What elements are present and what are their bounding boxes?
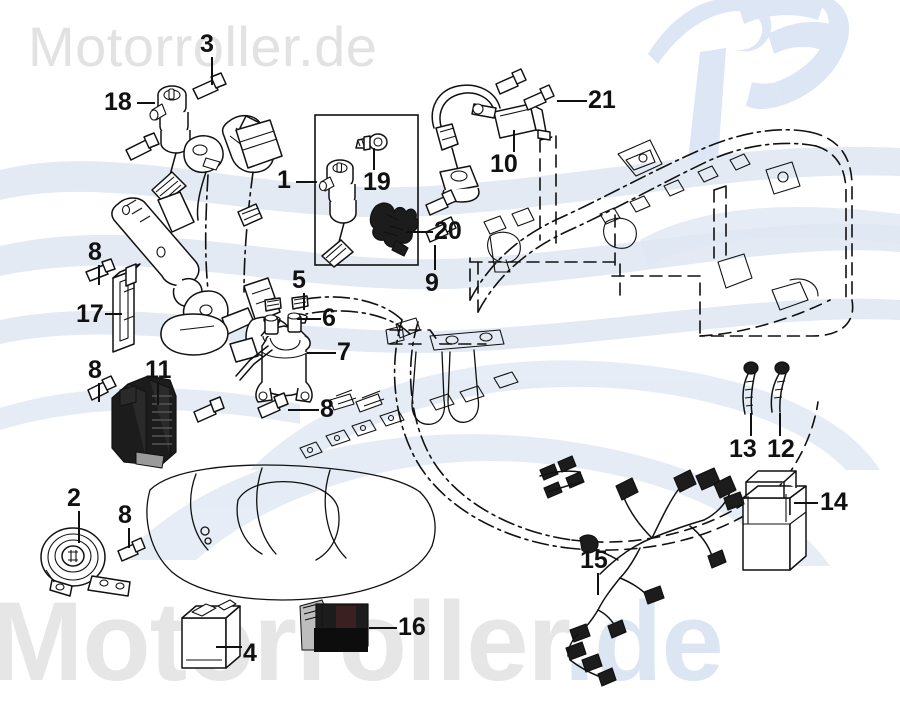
callout-number-21: 21 — [588, 86, 616, 114]
part-3-bolt — [192, 72, 227, 100]
callout-number-2: 2 — [67, 484, 81, 512]
callout-number-20: 20 — [434, 217, 462, 245]
leader-line-8a — [98, 265, 100, 285]
leader-line-17 — [105, 313, 122, 315]
part-19-key-set — [355, 133, 388, 151]
callout-number-15: 15 — [580, 546, 608, 574]
leader-line-11 — [157, 383, 159, 405]
callout-number-16: 16 — [398, 613, 426, 641]
leader-line-16 — [369, 627, 397, 629]
bolt-part-8-near-2 — [117, 537, 146, 562]
part-21-bolt — [523, 84, 555, 111]
part-11-cdi-unit — [111, 375, 177, 469]
leader-line-15 — [597, 573, 599, 595]
leader-line-5 — [303, 293, 305, 310]
callout-number-14: 14 — [820, 488, 848, 516]
callout-number-8d: 8 — [320, 395, 334, 423]
callout-number-13: 13 — [729, 435, 757, 463]
callout-number-3: 3 — [200, 30, 214, 58]
callout-number-5: 5 — [292, 266, 306, 294]
leader-line-12 — [779, 413, 781, 436]
harness-fragment-left — [539, 455, 585, 499]
callout-number-12: 12 — [767, 435, 795, 463]
leader-line-19 — [373, 148, 375, 170]
leader-line-1 — [296, 181, 317, 183]
callout-number-8c: 8 — [118, 501, 132, 529]
bolts-part-8-near-7 — [193, 392, 289, 423]
leader-line-3 — [211, 57, 213, 85]
part-20-harness-part — [369, 202, 419, 257]
part-14-battery — [742, 470, 807, 571]
leader-line-8d — [288, 409, 319, 411]
leader-line-18 — [137, 102, 155, 104]
callout-number-6: 6 — [322, 304, 336, 332]
callout-number-7: 7 — [337, 338, 351, 366]
leader-line-20 — [406, 231, 433, 233]
callout-number-17: 17 — [76, 300, 104, 328]
callout-number-8b: 8 — [88, 356, 102, 384]
leader-line-14 — [794, 502, 818, 504]
part-13-battery-cable — [742, 361, 759, 415]
leader-line-6 — [297, 318, 321, 320]
leader-line-4 — [216, 646, 242, 648]
bolt-below-18 — [125, 132, 160, 161]
leader-line-21 — [557, 100, 587, 102]
bolt-near-20 — [425, 189, 457, 216]
harness-fragment-mid — [355, 390, 385, 413]
part-2-horn — [40, 527, 131, 597]
callout-number-1: 1 — [277, 166, 291, 194]
callout-number-9: 9 — [425, 269, 439, 297]
leader-line-2 — [78, 511, 80, 543]
leader-line-8b — [98, 383, 100, 402]
callout-number-10: 10 — [490, 150, 518, 178]
leader-line-9 — [434, 245, 436, 270]
callout-number-18: 18 — [104, 88, 132, 116]
leader-line-7 — [307, 352, 336, 354]
part-16-connector-block — [299, 599, 369, 652]
part-4-battery-box — [181, 599, 241, 669]
part-15-wiring-harness — [565, 467, 745, 687]
callout-number-4: 4 — [243, 639, 257, 667]
part-12-battery-cable — [770, 361, 790, 413]
callout-number-8a: 8 — [88, 238, 102, 266]
callout-number-19: 19 — [363, 168, 391, 196]
part-17-bracket — [112, 263, 141, 353]
leader-line-8c — [128, 528, 130, 548]
leader-line-10 — [513, 130, 515, 152]
callout-number-11: 11 — [145, 356, 172, 384]
part-10-ignition-coil — [431, 68, 551, 203]
part-1-ignition-switch — [318, 159, 357, 268]
leader-line-13 — [750, 413, 752, 436]
